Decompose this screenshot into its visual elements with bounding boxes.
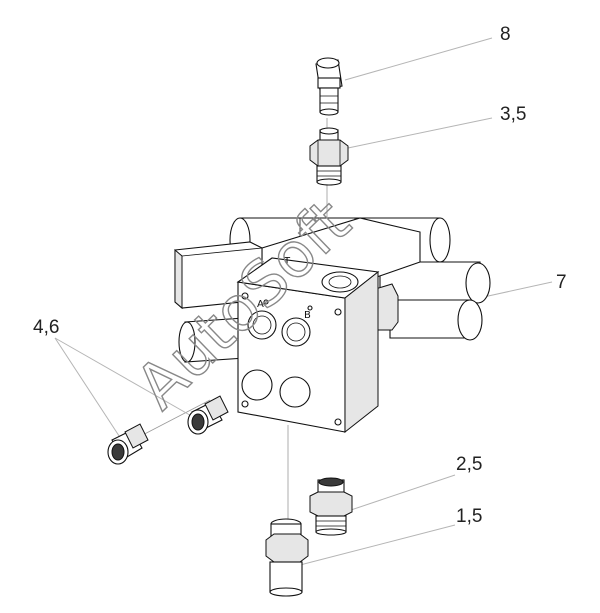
fitting-part-2-5 <box>309 477 353 536</box>
fitting-part-4-6-front <box>107 423 149 465</box>
fitting-part-3-5 <box>309 127 349 186</box>
fitting-part-8 <box>315 57 343 116</box>
fitting-part-1-5 <box>265 518 309 597</box>
port-mark-b: B <box>304 310 311 321</box>
callout-8: 8 <box>500 24 511 45</box>
fitting-part-4-6-rear <box>187 395 229 435</box>
callout-1-5: 1,5 <box>456 506 482 527</box>
callout-labels: 8 3,5 7 4,6 2,5 1,5 <box>33 24 567 527</box>
callout-4-6: 4,6 <box>33 317 59 338</box>
callout-3-5: 3,5 <box>500 104 526 125</box>
callout-2-5: 2,5 <box>456 454 482 475</box>
port-mark-a: A <box>257 299 264 310</box>
callout-7: 7 <box>556 272 567 293</box>
valve-block-body: A B T <box>174 217 491 434</box>
port-mark-t: T <box>283 256 291 267</box>
